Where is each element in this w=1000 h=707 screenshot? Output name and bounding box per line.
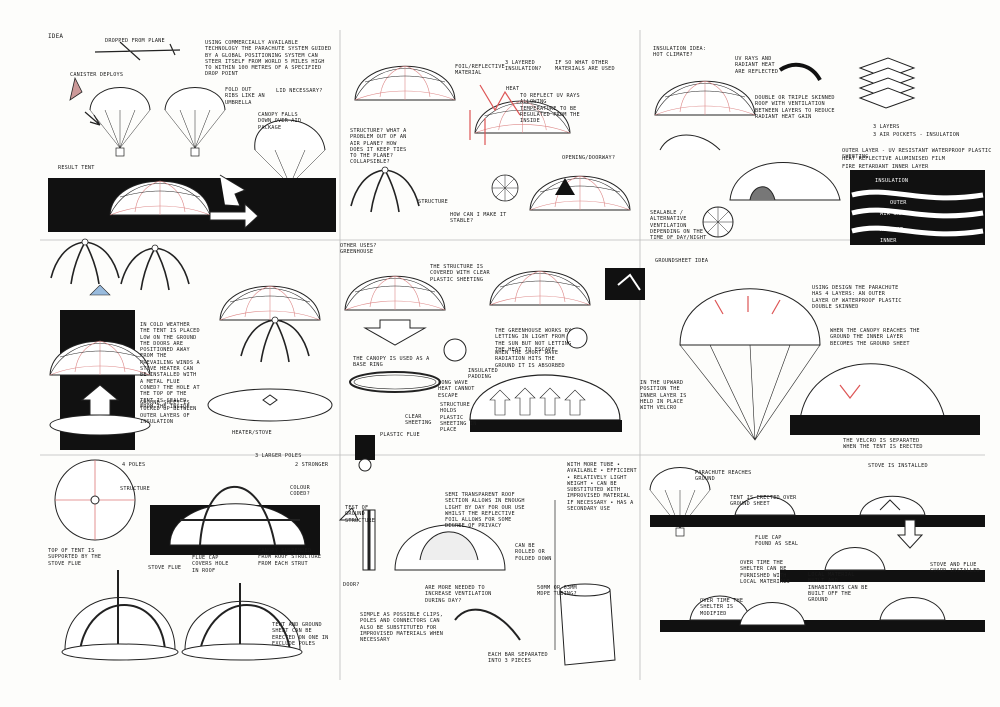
note-can-be-rolled: CAN BE ROLLED OR FOLDED DOWN: [515, 543, 552, 562]
note-larger-poles: 3 LARGER POLES: [255, 453, 302, 459]
panel-5-greenhouse: [344, 270, 622, 472]
note-heater: HEATER/STOVE: [232, 430, 272, 436]
note-other-materials: IF SO WHAT OTHER MATERIALS ARE USED: [555, 60, 615, 73]
note-over-time: OVER TIME THE SHELTER IS MODIFIED: [700, 598, 744, 617]
note-flue-cap-9: FLUE CAP FOUND AS SEAL: [755, 535, 799, 548]
panel-6-groundsheet: [605, 268, 980, 441]
note-air-gap-2: AIR GAP: [880, 227, 904, 233]
note-ground-sheet: GROUND SHEET IS TUCKED UP BETWEEN OUTER …: [140, 400, 197, 425]
note-foil: FOIL/REFLECTIVE MATERIAL: [455, 64, 505, 77]
note-canopy-used: THE CANOPY IS USED AS A BASE RING: [353, 356, 430, 369]
note-top-of-tent: TOP OF TENT IS SUPPORTED BY THE STOVE FL…: [48, 548, 102, 567]
note-structure-q: STRUCTURE? WHAT A PROBLEM OUT OF AN AIR …: [350, 128, 407, 166]
panel-4-cold-weather: [49, 238, 333, 450]
note-result-tent: RESULT TENT: [58, 165, 95, 171]
note-local-material: LOCAL MATERIAL BUILT AND INHABITANTS CAN…: [808, 572, 868, 604]
note-semi-transparent: SEMI TRANSPARENT ROOF SECTION ALLOWS IN …: [445, 492, 525, 530]
note-using-design: USING DESIGN THE PARACHUTE HAS 4 LAYERS:…: [812, 285, 902, 310]
note-stove-flue: STOVE FLUE: [148, 565, 182, 571]
note-heat: HEAT: [506, 86, 520, 92]
note-structure: STRUCTURE: [418, 199, 448, 205]
note-colour-coded: COLOUR CODED?: [290, 485, 310, 498]
note-canister: CANISTER DEPLOYS: [70, 72, 124, 78]
panel-7-frame-structure: [54, 459, 320, 661]
note-canopy-suspended: CANOPY SUSPENDED FROM ROOF STRUCTURE FRO…: [258, 548, 322, 567]
note-canopy-falls: CANOPY FALLS DOWN OVER AID PACKAGE: [258, 112, 302, 131]
note-groundsheet-idea: GROUNDSHEET IDEA: [655, 258, 709, 264]
note-parachute-reaches: PARACHUTE REACHES GROUND: [695, 470, 752, 483]
panel-9-deployment: [649, 467, 985, 632]
note-in-the: IN THE UPWARD POSITION THE INNER LAYER I…: [640, 380, 687, 412]
note-opening: OPENING/DOORWAY?: [562, 155, 616, 161]
sheet-title: IDEA: [48, 33, 64, 40]
note-layered: 3 LAYERED INSULATION?: [505, 60, 542, 73]
note-shelter-furnished: OVER TIME THE SHELTER CAN BE FURNISHED W…: [740, 560, 790, 585]
note-double-triple: DOUBLE OR TRIPLE SKINNED ROOF WITH VENTI…: [755, 95, 835, 120]
note-air-gap: AIR GAP: [880, 211, 904, 217]
panel-1-airdrop: [48, 41, 336, 232]
panel-3-insulation: [654, 57, 985, 245]
note-more-needed: ARE MORE NEEDED TO INCREASE VENTILATION …: [425, 585, 492, 604]
note-insulation: INSULATION: [875, 178, 909, 184]
note-inner: INNER: [880, 238, 897, 244]
note-heat-reflective: HEAT REFLECTIVE ALUMINISED FILM: [842, 156, 946, 162]
note-three-layers: 3 LAYERS: [873, 124, 900, 130]
note-dropped: DROPPED FROM PLANE: [105, 38, 165, 44]
note-outer-layer: OUTER LAYER - UV RESISTANT WATERPROOF PL…: [842, 148, 992, 161]
note-simple: SIMPLE AS POSSIBLE CLIPS, POLES AND CONN…: [360, 612, 444, 644]
note-flue-cap: FLUE CAP COVERS HOLE IN ROOF: [192, 555, 229, 574]
note-tent-erected: TENT IS ERECTED OVER GROUND SHEET: [730, 495, 797, 508]
note-sealable: SEALABLE / ALTERNATIVE VENTILATION DEPEN…: [650, 210, 707, 242]
note-structure-holds: STRUCTURE HOLDS PLASTIC SHEETING IN PLAC…: [440, 402, 477, 434]
note-insulation-idea: INSULATION IDEA: HOT CLIMATE?: [653, 46, 707, 59]
note-greenhouse-works: THE GREENHOUSE WORKS BY LETTING IN LIGHT…: [495, 328, 572, 353]
note-structure-covered: THE STRUCTURE IS COVERED WITH CLEAR PLAS…: [430, 264, 490, 283]
note-canopy-reaches: WHEN THE CANOPY REACHES THE GROUND THE I…: [830, 328, 920, 347]
note-lid: LID NECESSARY?: [276, 88, 323, 94]
note-connect: 2 STRONGER: [295, 462, 329, 468]
note-tube-size: 50mm OR 63mm MDPE TUBING?: [537, 585, 577, 598]
note-long-wave: LONG WAVE HEAT CANNOT ESCAPE: [438, 380, 475, 399]
note-in-cold: IN COLD WEATHER THE TENT IS PLACED LOW O…: [140, 322, 200, 410]
note-fold-out: FOLD OUT RIBS LIKE AN UMBRELLA: [225, 87, 265, 106]
note-air-pockets: 3 AIR POCKETS - INSULATION: [873, 132, 960, 138]
note-stove-flue-guard: STOVE AND FLUE GUARD INSTALLED: [930, 562, 980, 575]
note-each-bar: EACH BAR SEPARATED INTO 3 PIECES: [488, 652, 548, 665]
note-how-stable: HOW CAN I MAKE IT STABLE?: [450, 212, 507, 225]
note-other-uses: OTHER USES? GREENHOUSE: [340, 243, 377, 256]
note-poles4: 4 POLES: [122, 462, 146, 468]
note-uv-rays: UV RAYS AND RADIANT HEAT ARE REFLECTED: [735, 56, 779, 75]
note-flue-detail: PLASTIC FLUE: [380, 432, 420, 438]
panel-2-structure: [350, 65, 631, 213]
note-outer: OUTER: [890, 200, 907, 206]
note-structure-7: STRUCTURE: [120, 486, 150, 492]
note-more-tube: WITH MORE TUBE • AVAILABLE • EFFICIENT •…: [567, 462, 637, 513]
note-test: TEST OF GROUND STRUCTURE: [345, 505, 375, 524]
note-insulated-rim: INSULATED PADDING: [468, 368, 498, 381]
note-commercially: USING COMMERCIALLY AVAILABLE TECHNOLOGY …: [205, 40, 332, 78]
panel-8-materials: [338, 500, 616, 666]
note-velcro: THE VELCRO IS SEPARATED WHEN THE TENT IS…: [843, 438, 923, 451]
note-fire-retardant: FIRE RETARDANT INNER LAYER: [842, 164, 929, 170]
note-reflect-rays: TO REFLECT UV RAYS ALLOWING TEMPERATURE …: [520, 93, 580, 125]
note-stove-installed: STOVE IS INSTALLED: [868, 463, 928, 469]
note-clear-sheeting: CLEAR SHEETING: [405, 414, 432, 427]
note-door: DOOR?: [343, 582, 360, 588]
note-tent-ground: TENT AND GROUND SHEET CAN BE ERECTED ON …: [272, 622, 329, 647]
note-short-wave: WHEN THE SHORT WAVE RADIATION HITS THE G…: [495, 350, 565, 369]
